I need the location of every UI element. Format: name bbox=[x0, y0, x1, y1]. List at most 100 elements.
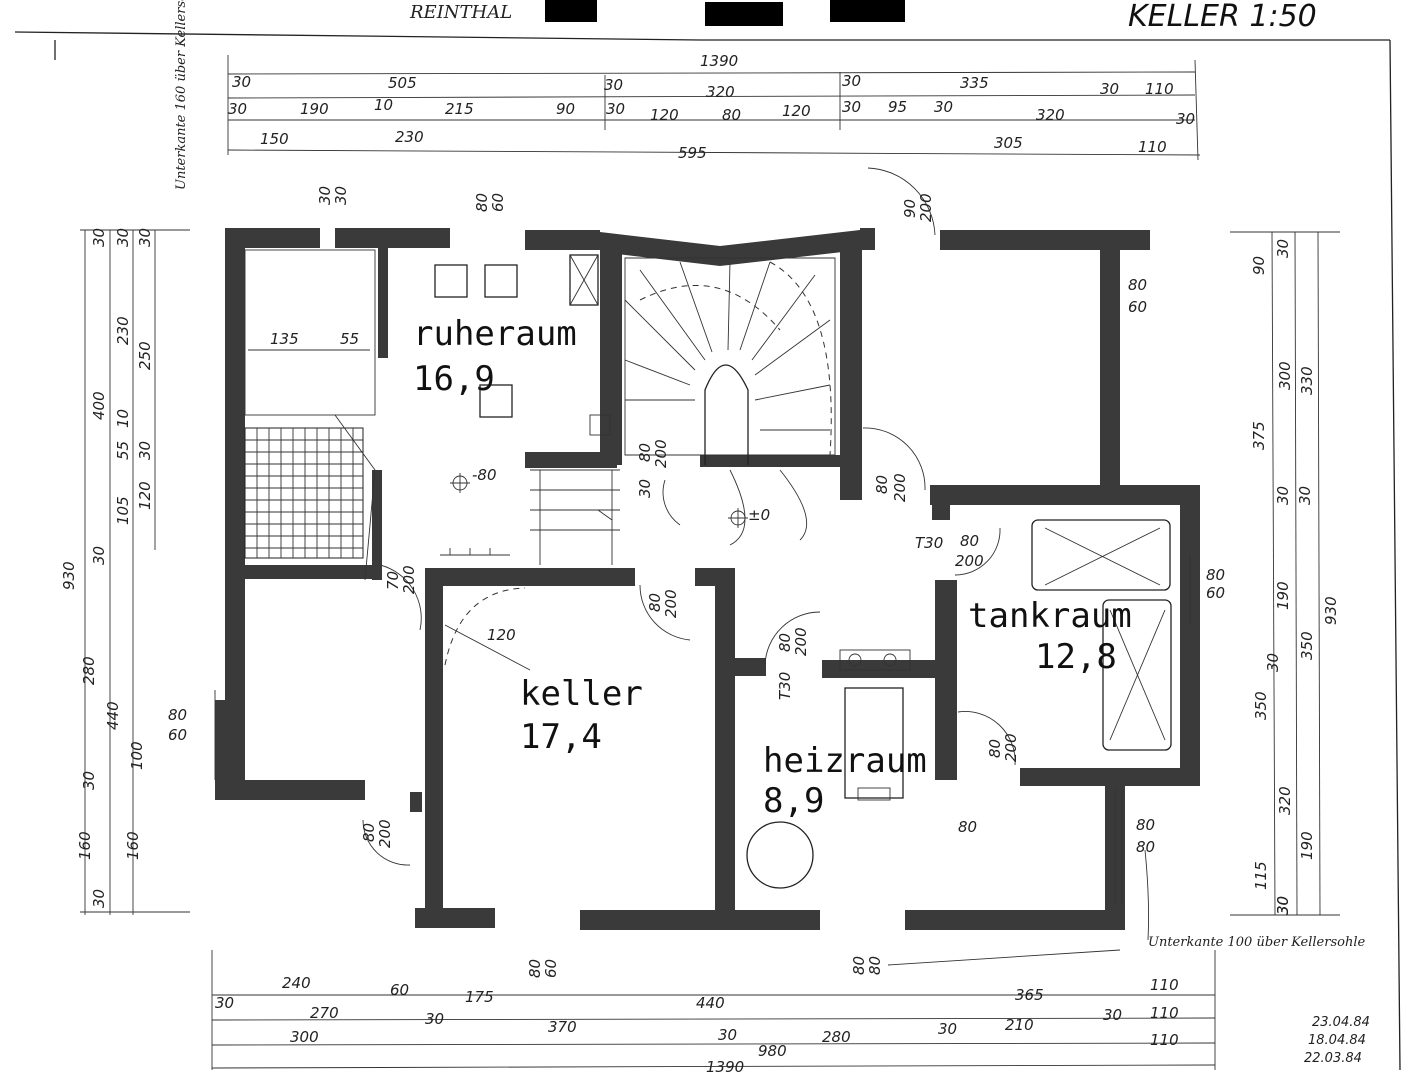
dim-right-inner2-0: 330 bbox=[1298, 366, 1316, 395]
opening-stair-30: 30 bbox=[636, 479, 654, 498]
room-name-heizraum: heizraum bbox=[763, 741, 927, 781]
opening-top-60: 60 bbox=[489, 193, 507, 212]
dim-bottom-row2-7: 210 bbox=[1005, 1016, 1034, 1034]
tanks bbox=[1031, 519, 1172, 751]
opening-tankroom-80: 80 bbox=[873, 475, 891, 494]
opening-tank-door-80: 80 bbox=[986, 739, 1004, 758]
dim-top-row2-2: 10 bbox=[374, 96, 393, 114]
dim-top-row1-5: 335 bbox=[960, 74, 989, 92]
dim-right-inner-3: 30 bbox=[1264, 653, 1282, 672]
dim-left-total: 930 bbox=[60, 561, 78, 590]
opening-left-door-80: 80 bbox=[360, 823, 378, 842]
dim-bottom-row2-1: 270 bbox=[310, 1004, 339, 1022]
dim-right-outer-5: 115 bbox=[1252, 861, 1270, 890]
opening-door-200: 200 bbox=[917, 193, 935, 222]
dim-top-row2-4: 90 bbox=[556, 100, 575, 118]
opening-left-80: 80 bbox=[168, 706, 187, 724]
room-name-ruheraum: ruheraum bbox=[413, 314, 577, 354]
dim-bottom-row2-8: 30 bbox=[1103, 1006, 1122, 1024]
dimension-right: 90 375 30 190 350 115 30 30 300 30 30 32… bbox=[1230, 231, 1340, 916]
angled-wall-line bbox=[334, 414, 376, 581]
dim-left-inner-3: 55 bbox=[114, 441, 132, 460]
dim-top-row2-13: 30 bbox=[1176, 110, 1195, 128]
dim-left-outer-1: 400 bbox=[90, 391, 108, 420]
opening-tank-door-200: 200 bbox=[1002, 733, 1020, 762]
dim-right-inner2-2: 190 bbox=[1298, 831, 1316, 860]
dim-bottom-row1-0: 240 bbox=[282, 974, 311, 992]
room-labels: ruheraum 16,9 tankraum 12,8 keller 17,4 … bbox=[413, 314, 1132, 821]
level-stair: ±0 bbox=[748, 506, 770, 524]
opening-keller-80: 80 bbox=[646, 593, 664, 612]
dim-bottom-row2-3: 370 bbox=[548, 1018, 577, 1036]
dim-bottom-row2-0: 30 bbox=[215, 994, 234, 1012]
dim-left-inner-6: 160 bbox=[124, 831, 142, 860]
dim-bottom-row1-5: 110 bbox=[1150, 976, 1179, 994]
dim-bottom-row2-2: 30 bbox=[425, 1010, 444, 1028]
dim-top-row3-0: 150 bbox=[260, 130, 289, 148]
opening-keller-200: 200 bbox=[662, 589, 680, 618]
date-3: 22.03.84 bbox=[1304, 1051, 1362, 1066]
note-leader-2 bbox=[887, 949, 1121, 966]
level-ruheraum: -80 bbox=[472, 466, 497, 484]
wardrobe bbox=[244, 249, 376, 416]
note-left-top: Unterkante 160 über Kellersohle bbox=[174, 0, 189, 190]
opening-t30: T30 bbox=[915, 534, 943, 552]
dim-bottom-row2-5: 280 bbox=[822, 1028, 851, 1046]
dim-bottom-row2-4: 30 bbox=[718, 1026, 737, 1044]
opening-right-80: 80 bbox=[1128, 276, 1147, 294]
opening-bottom-80: 80 bbox=[526, 959, 544, 978]
revision-dates: 23.04.84 18.04.84 22.03.84 bbox=[1304, 1015, 1370, 1066]
level-markers: -80 ±0 bbox=[450, 466, 770, 528]
dim-top-row1-1: 505 bbox=[388, 74, 417, 92]
note-leader bbox=[1144, 849, 1150, 941]
dim-right-outer-2: 30 bbox=[1274, 486, 1292, 505]
dim-top-row2-5: 30 bbox=[606, 100, 625, 118]
dim-left-inner-2: 10 bbox=[114, 409, 132, 428]
dim-left-inner-1: 230 bbox=[114, 316, 132, 345]
dim-135: 135 bbox=[270, 330, 299, 348]
opening-heizraum-80: 80 bbox=[958, 818, 977, 836]
opening-tank-window-60: 60 bbox=[1206, 584, 1225, 602]
opening-t30-200: 200 bbox=[955, 552, 984, 570]
dim-left-inner2-2: 30 bbox=[136, 441, 154, 460]
dim-left-outer-7: 30 bbox=[90, 889, 108, 908]
dim-right-inner-2: 30 bbox=[1296, 486, 1314, 505]
opening-stair-80: 80 bbox=[636, 443, 654, 462]
dim-top-row2-11: 30 bbox=[934, 98, 953, 116]
dim-right-inner-1: 300 bbox=[1276, 361, 1294, 390]
opening-tank-window-80: 80 bbox=[1206, 566, 1225, 584]
dim-bottom-total: 1390 bbox=[706, 1058, 744, 1076]
dim-top-row3-3: 305 bbox=[994, 134, 1023, 152]
opening-keller-120: 120 bbox=[487, 626, 516, 644]
dim-right-outer-0: 90 bbox=[1250, 256, 1268, 275]
dim-top-row1-4: 30 bbox=[842, 72, 861, 90]
dim-left-outer-6: 160 bbox=[76, 831, 94, 860]
dim-top-row2-7: 80 bbox=[722, 106, 741, 124]
opening-left-60: 60 bbox=[168, 726, 187, 744]
dim-right-inner2-1: 350 bbox=[1298, 631, 1316, 660]
dimension-left: 930 30 400 30 280 440 30 160 30 30 230 1… bbox=[60, 228, 190, 915]
dim-top-row2-8: 120 bbox=[782, 102, 811, 120]
dim-left-inner-0: 30 bbox=[114, 228, 132, 247]
redaction-3 bbox=[830, 0, 905, 22]
dim-bottom-row1-2: 175 bbox=[465, 988, 494, 1006]
opening-bottom-80c: 80 bbox=[866, 956, 884, 975]
dim-top-total: 1390 bbox=[700, 52, 738, 70]
dim-top-row2-12: 320 bbox=[1036, 106, 1065, 124]
room-name-tankraum: tankraum bbox=[968, 596, 1132, 636]
dim-top-row1-6: 30 bbox=[1100, 80, 1119, 98]
dim-right-outer-1: 375 bbox=[1250, 421, 1268, 450]
dim-right-outer-3: 190 bbox=[1274, 581, 1292, 610]
dim-bottom-row1-3: 440 bbox=[696, 994, 725, 1012]
sheet-border-right bbox=[1389, 39, 1401, 1071]
opening-top-30b: 30 bbox=[332, 186, 350, 205]
dim-right-total: 930 bbox=[1322, 596, 1340, 625]
dim-right-inner-5: 30 bbox=[1274, 896, 1292, 915]
ruheraum-furniture bbox=[434, 254, 599, 556]
dim-bottom-row3-2: 110 bbox=[1150, 1031, 1179, 1049]
room-area-heizraum: 8,9 bbox=[763, 781, 824, 821]
dim-left-outer-2: 30 bbox=[90, 546, 108, 565]
room-area-ruheraum: 16,9 bbox=[413, 359, 495, 399]
room-name-keller: keller bbox=[520, 674, 643, 714]
